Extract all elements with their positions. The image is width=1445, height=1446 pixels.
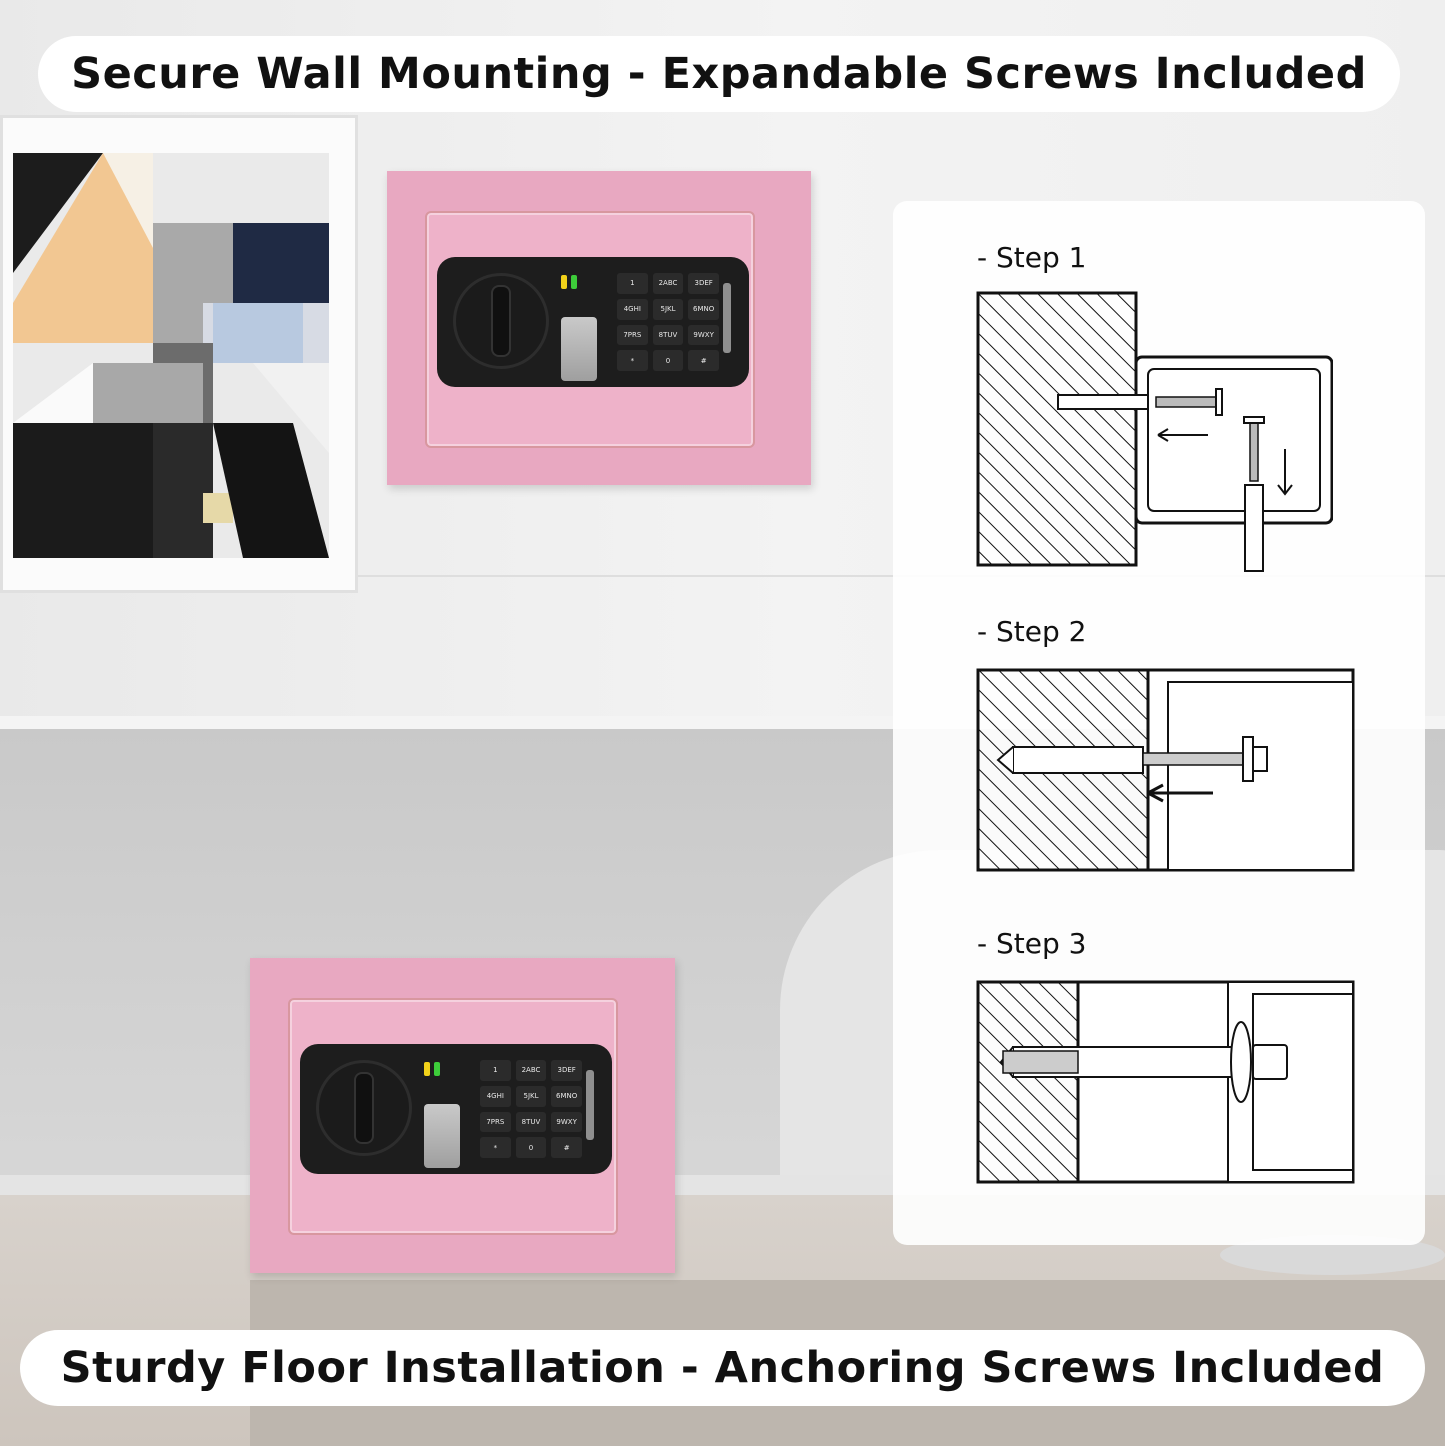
keypad-key[interactable]: 9WXY [551, 1111, 582, 1133]
keypad-trim [723, 283, 731, 353]
safe-keypad[interactable]: 1 2ABC 3DEF 4GHI 5JKL 6MNO 7PRS 8TUV 9WX… [617, 273, 719, 371]
safe-status-leds [424, 1062, 440, 1076]
keypad-key[interactable]: 4GHI [480, 1085, 511, 1107]
wall-mounted-safe: 1 2ABC 3DEF 4GHI 5JKL 6MNO 7PRS 8TUV 9WX… [387, 171, 811, 485]
safe-knob[interactable] [453, 273, 549, 369]
safe-handle[interactable] [424, 1104, 460, 1168]
step-2-diagram [976, 668, 1355, 872]
installation-steps-card: - Step 1 - Step 2 [893, 201, 1425, 1245]
keypad-key[interactable]: 1 [617, 273, 648, 294]
keypad-key[interactable]: 3DEF [551, 1060, 582, 1081]
keypad-key[interactable]: 4GHI [617, 298, 648, 320]
step-1-diagram [976, 291, 1333, 572]
keypad-key[interactable]: # [688, 350, 719, 371]
step-3-label: - Step 3 [977, 927, 1087, 960]
wall-artwork-frame [0, 115, 358, 593]
abstract-shapes-image [13, 153, 329, 558]
keypad-key[interactable]: 3DEF [688, 273, 719, 294]
safe-keypad[interactable]: 1 2ABC 3DEF 4GHI 5JKL 6MNO 7PRS 8TUV 9WX… [480, 1060, 582, 1158]
keypad-key[interactable]: 8TUV [515, 1111, 547, 1133]
keypad-key[interactable]: 9WXY [688, 324, 719, 346]
keypad-key[interactable]: 5JKL [515, 1085, 547, 1107]
keypad-key[interactable]: 7PRS [480, 1111, 511, 1133]
safe-door: 1 2ABC 3DEF 4GHI 5JKL 6MNO 7PRS 8TUV 9WX… [288, 998, 618, 1235]
safe-control-panel: 1 2ABC 3DEF 4GHI 5JKL 6MNO 7PRS 8TUV 9WX… [437, 257, 749, 387]
keypad-key[interactable]: 6MNO [688, 298, 719, 320]
floor-mounted-safe: 1 2ABC 3DEF 4GHI 5JKL 6MNO 7PRS 8TUV 9WX… [250, 958, 675, 1273]
step-2-label: - Step 2 [977, 615, 1087, 648]
keypad-key[interactable]: 0 [652, 350, 684, 371]
keypad-trim [586, 1070, 594, 1140]
wall-shadow-line [0, 575, 1445, 577]
keypad-key[interactable]: * [617, 350, 648, 371]
step-3-diagram [976, 980, 1355, 1184]
led-green [571, 275, 577, 289]
safe-knob[interactable] [316, 1060, 412, 1156]
wall-scene: 1 2ABC 3DEF 4GHI 5JKL 6MNO 7PRS 8TUV 9WX… [0, 0, 1445, 716]
led-yellow [424, 1062, 430, 1076]
step-1-label: - Step 1 [977, 241, 1087, 274]
keypad-key[interactable]: * [480, 1137, 511, 1158]
keypad-key[interactable]: # [551, 1137, 582, 1158]
led-green [434, 1062, 440, 1076]
safe-door: 1 2ABC 3DEF 4GHI 5JKL 6MNO 7PRS 8TUV 9WX… [425, 211, 755, 448]
bottom-banner-headline: Sturdy Floor Installation - Anchoring Sc… [20, 1330, 1425, 1406]
keypad-key[interactable]: 5JKL [652, 298, 684, 320]
top-banner-headline: Secure Wall Mounting - Expandable Screws… [38, 36, 1400, 112]
keypad-key[interactable]: 6MNO [551, 1085, 582, 1107]
abstract-artwork [13, 153, 329, 558]
keypad-key[interactable]: 7PRS [617, 324, 648, 346]
keypad-key[interactable]: 8TUV [652, 324, 684, 346]
keypad-key[interactable]: 2ABC [652, 273, 684, 294]
led-yellow [561, 275, 567, 289]
safe-handle[interactable] [561, 317, 597, 381]
safe-status-leds [561, 275, 577, 289]
keypad-key[interactable]: 1 [480, 1060, 511, 1081]
keypad-key[interactable]: 2ABC [515, 1060, 547, 1081]
keypad-key[interactable]: 0 [515, 1137, 547, 1158]
safe-control-panel: 1 2ABC 3DEF 4GHI 5JKL 6MNO 7PRS 8TUV 9WX… [300, 1044, 612, 1174]
